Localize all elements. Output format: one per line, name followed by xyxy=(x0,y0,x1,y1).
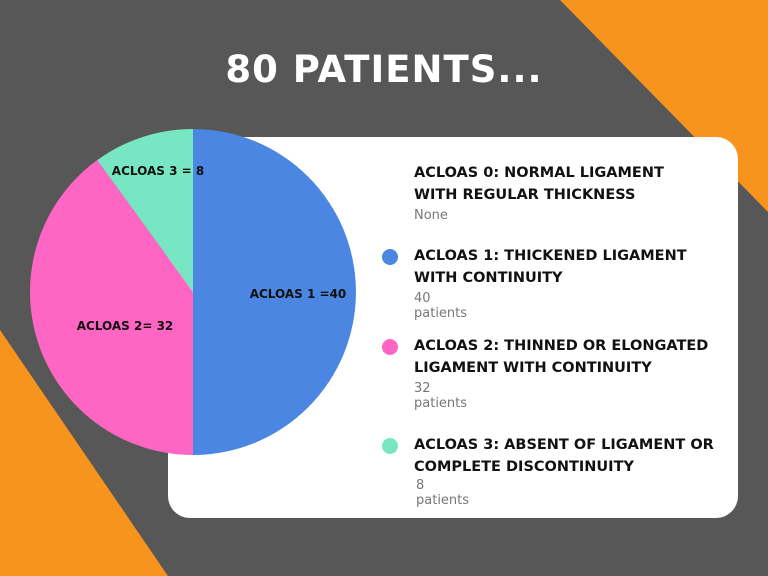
pie-slice-label: ACLOAS 1 =40 xyxy=(250,287,347,301)
legend-item-value: 8 patients xyxy=(416,478,470,508)
pie-slice-label: ACLOAS 2= 32 xyxy=(77,319,174,333)
pie-slice xyxy=(97,129,193,292)
pie-slice xyxy=(193,129,356,455)
legend-item-value: None xyxy=(414,208,448,223)
legend-dot-icon xyxy=(382,438,398,454)
legend-item-value: 40 patients xyxy=(414,291,468,321)
orange-triangle-bottom-left xyxy=(0,330,168,576)
legend-dot-icon xyxy=(382,249,398,265)
legend-item-value: 32 patients xyxy=(414,381,468,411)
pie-slice xyxy=(30,160,193,455)
legend-dot-icon xyxy=(382,339,398,355)
page-title: 80 PATIENTS... xyxy=(225,48,543,91)
pie-slice-label: ACLOAS 3 = 8 xyxy=(112,164,204,178)
